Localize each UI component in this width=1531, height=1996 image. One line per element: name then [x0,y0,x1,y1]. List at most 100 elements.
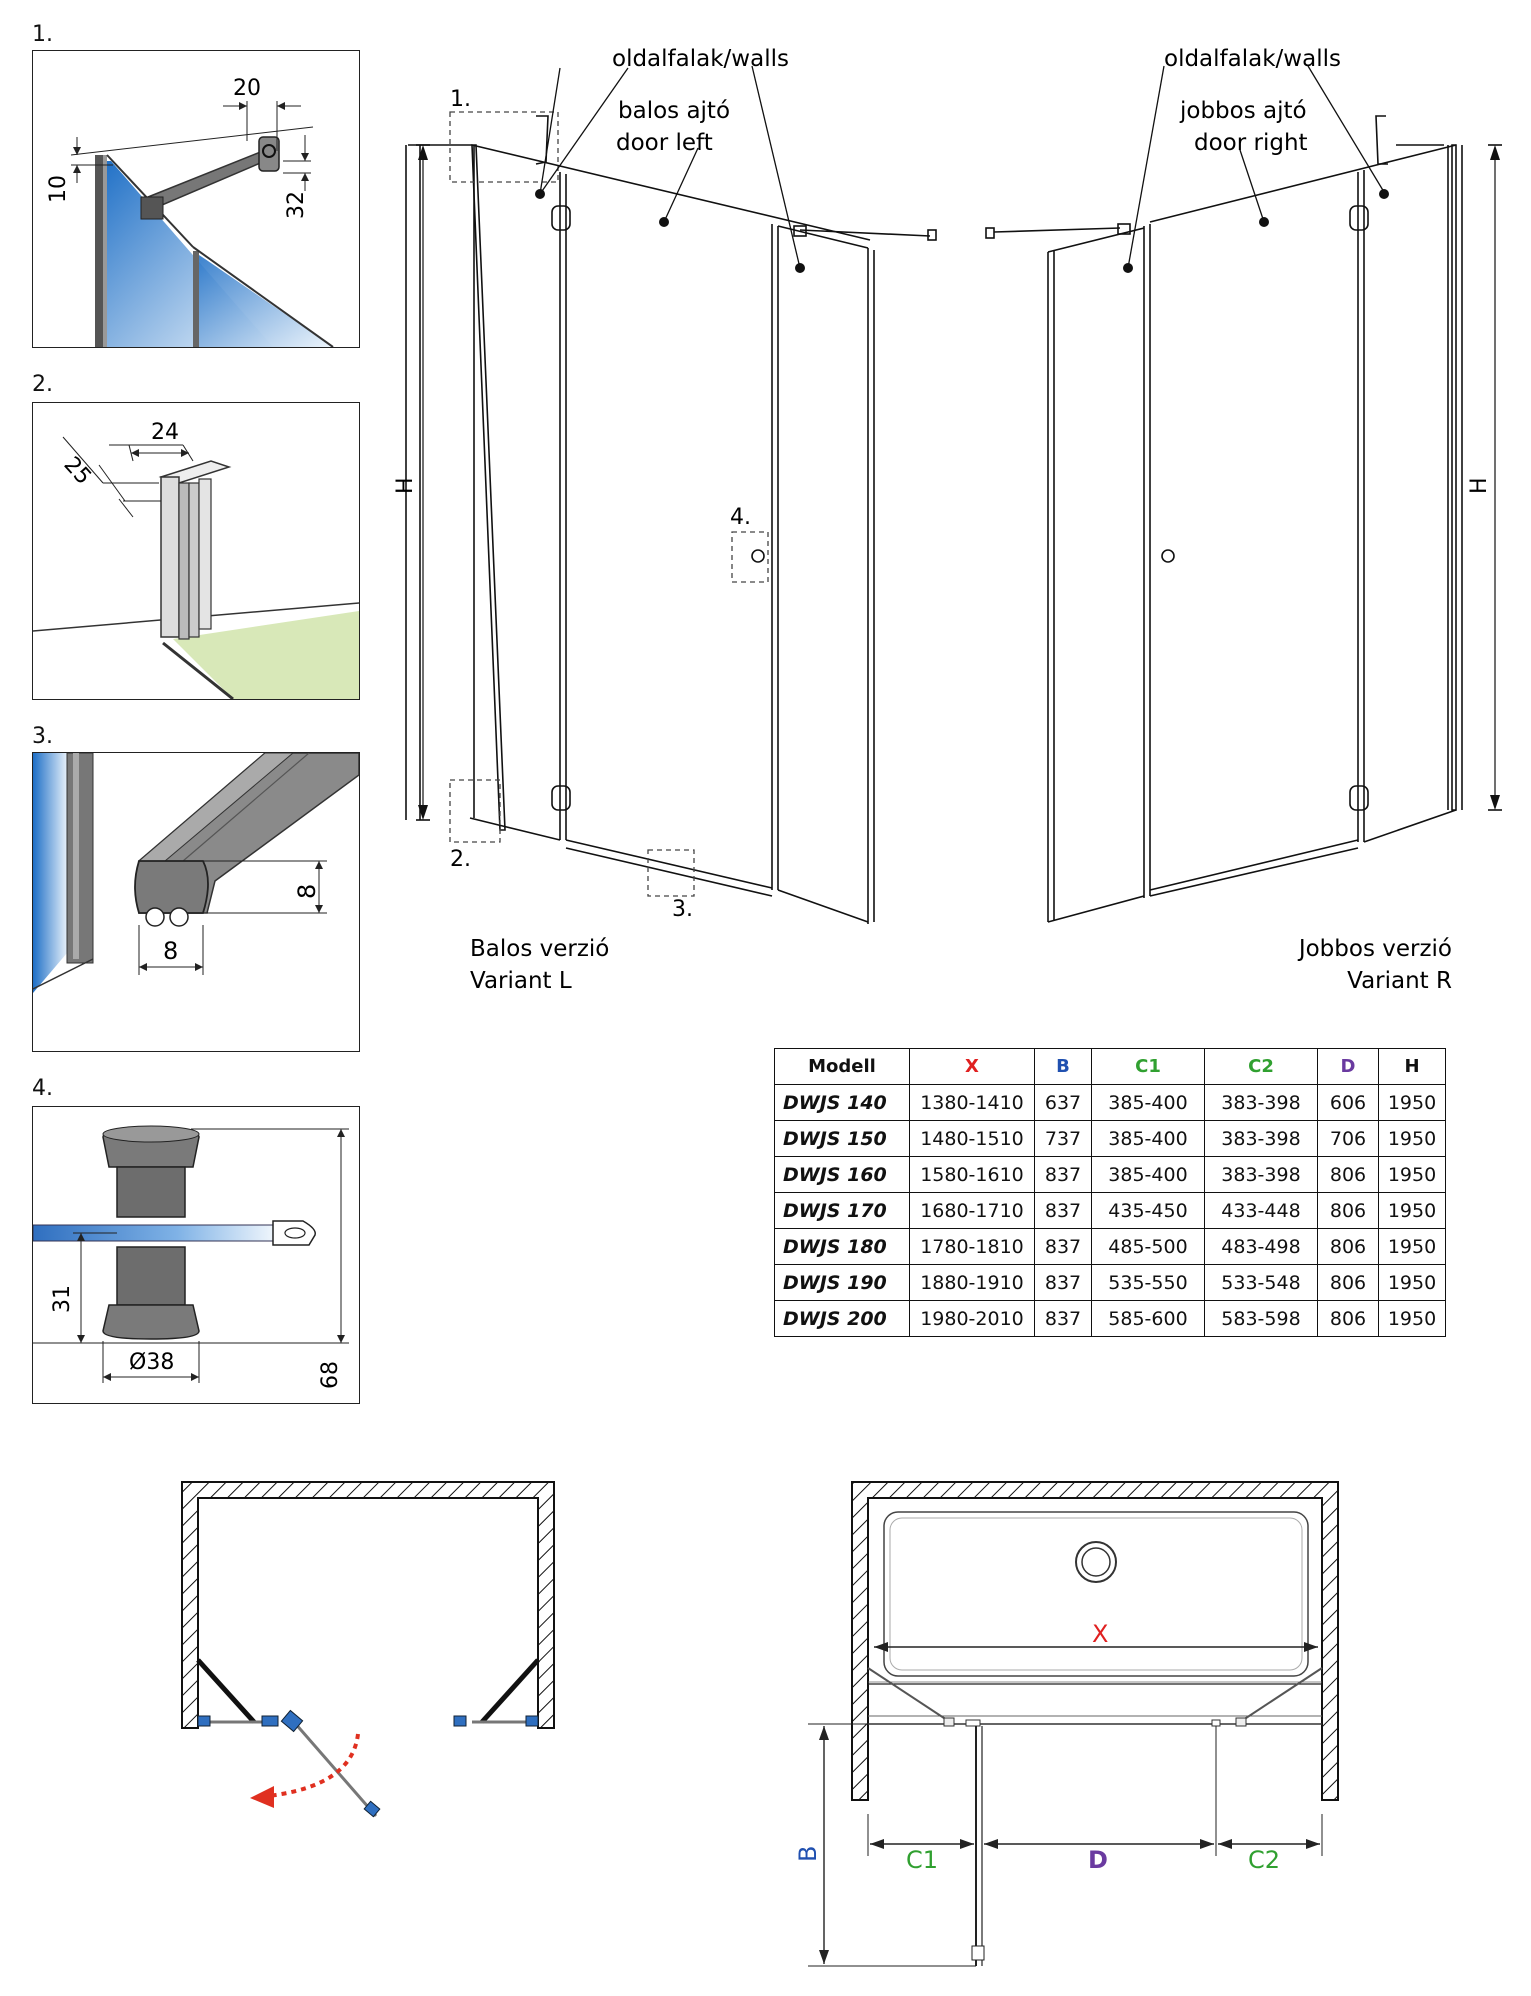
plan-dimension-view: X B C1 D C2 [794,1481,1339,1967]
cell-model: DWJS 150 [774,1120,910,1157]
cell-h: 1950 [1378,1120,1446,1157]
header-b: B [1034,1048,1092,1085]
cell-x: 1980-2010 [909,1300,1035,1337]
dim-c1-label: C1 [906,1846,938,1874]
cell-b: 637 [1034,1084,1092,1121]
cell-h: 1950 [1378,1156,1446,1193]
cell-x: 1880-1910 [909,1264,1035,1301]
detail-2-panel: 25 24 [32,402,360,700]
cell-c2: 483-498 [1204,1228,1318,1265]
cell-c2: 533-548 [1204,1264,1318,1301]
dim-d-label: D [1088,1846,1108,1874]
detail-1-drawing: 20 10 32 [46,76,334,347]
detail-3-drawing: 8 8 [33,753,359,993]
variant-r-en: Variant R [1347,968,1452,994]
cell-c2: 583-598 [1204,1300,1318,1337]
detail-1-panel: 20 10 32 [32,50,360,348]
header-x: X [909,1048,1035,1085]
cell-model: DWJS 170 [774,1192,910,1229]
cell-b: 737 [1034,1120,1092,1157]
detail-2-drawing: 25 24 [33,420,359,699]
detail-4-panel: 31 Ø38 68 [32,1106,360,1404]
cell-model: DWJS 190 [774,1264,910,1301]
cell-c1: 535-550 [1091,1264,1205,1301]
cell-x: 1580-1610 [909,1156,1035,1193]
dim-20: 20 [233,76,261,101]
dim-b-label: B [794,1846,822,1862]
cell-h: 1950 [1378,1228,1446,1265]
cell-h: 1950 [1378,1264,1446,1301]
header-c2: C2 [1204,1048,1318,1085]
detail-3-panel: 8 8 [32,752,360,1052]
cell-b: 837 [1034,1156,1092,1193]
header-h: H [1378,1048,1446,1085]
variant-l-en: Variant L [470,968,572,994]
cell-d: 706 [1317,1120,1379,1157]
dim-31: 31 [50,1285,75,1313]
cell-d: 806 [1317,1264,1379,1301]
detail-2-label: 2. [32,372,53,397]
cell-model: DWJS 140 [774,1084,910,1121]
cell-model: DWJS 160 [774,1156,910,1193]
dim-68: 68 [318,1361,343,1389]
cell-d: 606 [1317,1084,1379,1121]
callout-3: 3. [672,897,693,922]
dim-c2-label: C2 [1248,1846,1280,1874]
cell-x: 1480-1510 [909,1120,1035,1157]
cell-d: 806 [1317,1228,1379,1265]
cell-x: 1680-1710 [909,1192,1035,1229]
door-right-label-en: door right [1194,130,1308,156]
cell-b: 837 [1034,1300,1092,1337]
cell-b: 837 [1034,1228,1092,1265]
cell-h: 1950 [1378,1084,1446,1121]
cell-model: DWJS 200 [774,1300,910,1337]
cell-c1: 385-400 [1091,1084,1205,1121]
door-right-label-hu: jobbos ajtó [1179,98,1307,124]
cell-x: 1380-1410 [909,1084,1035,1121]
detail-3-label: 3. [32,724,53,749]
dim-8-horizontal: 8 [163,937,178,965]
cell-c1: 585-600 [1091,1300,1205,1337]
plan-swing-view [181,1481,555,1818]
dim-32: 32 [284,191,309,219]
detail-4-label: 4. [32,1076,53,1101]
cell-c2: 383-398 [1204,1156,1318,1193]
cell-h: 1950 [1378,1192,1446,1229]
cell-x: 1780-1810 [909,1228,1035,1265]
dim-10: 10 [46,175,71,203]
cell-c1: 385-400 [1091,1156,1205,1193]
header-modell: Modell [774,1048,910,1085]
detail-1-label: 1. [32,22,53,47]
cell-d: 806 [1317,1300,1379,1337]
cell-b: 837 [1034,1192,1092,1229]
cell-c1: 485-500 [1091,1228,1205,1265]
detail-4-drawing: 31 Ø38 68 [33,1125,349,1389]
cell-b: 837 [1034,1264,1092,1301]
height-label-left: H [393,477,418,494]
header-d: D [1317,1048,1379,1085]
door-left-label-hu: balos ajtó [618,98,730,124]
dim-8-vertical: 8 [293,884,321,899]
callout-1: 1. [450,87,471,112]
cell-h: 1950 [1378,1300,1446,1337]
cell-d: 806 [1317,1156,1379,1193]
elevation-drawings: oldalfalak/walls balos ajtó door left ol… [393,46,1502,994]
door-left-label-en: door left [616,130,713,156]
variant-r-hu: Jobbos verzió [1297,936,1452,962]
cell-c1: 385-400 [1091,1120,1205,1157]
header-c1: C1 [1091,1048,1205,1085]
cell-c2: 433-448 [1204,1192,1318,1229]
cell-model: DWJS 180 [774,1228,910,1265]
callout-2: 2. [450,847,471,872]
cell-d: 806 [1317,1192,1379,1229]
walls-label-left: oldalfalak/walls [612,46,789,72]
cell-c2: 383-398 [1204,1084,1318,1121]
dim-diameter-38: Ø38 [129,1350,174,1375]
